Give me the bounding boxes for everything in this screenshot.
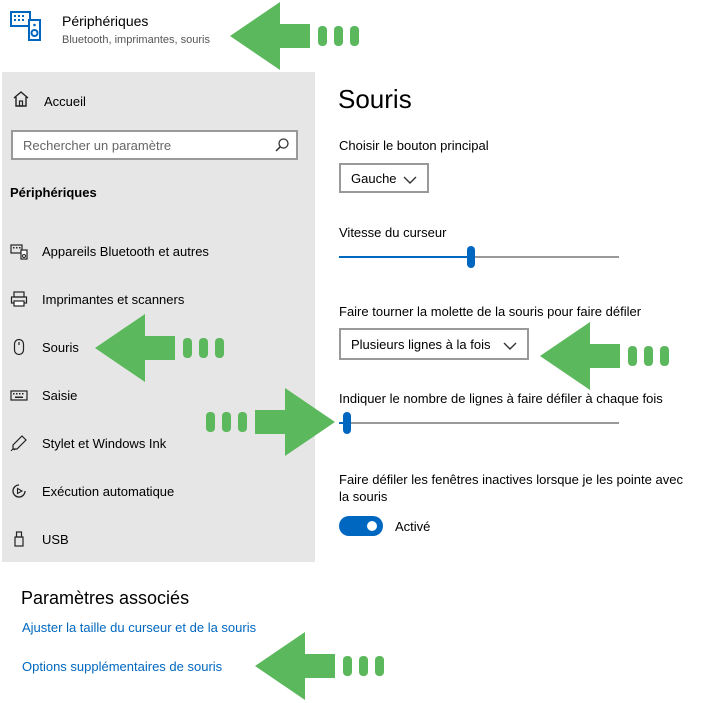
sidebar-item-label: Appareils Bluetooth et autres — [42, 243, 209, 259]
inactive-scroll-state: Activé — [395, 519, 431, 534]
printer-icon — [10, 290, 28, 308]
annotation-arrow-left-icon — [230, 2, 359, 70]
sidebar-item-label: Souris — [42, 339, 79, 355]
slider-thumb[interactable] — [467, 246, 475, 268]
sidebar-item-usb[interactable]: USB — [10, 529, 69, 549]
page-title: Souris — [338, 84, 412, 114]
sidebar-item-label: Imprimantes et scanners — [42, 291, 185, 307]
sidebar-item-label: Stylet et Windows Ink — [42, 435, 167, 451]
sidebar-item-label: Exécution automatique — [42, 483, 175, 499]
usb-icon — [10, 530, 28, 548]
header-subtitle: Bluetooth, imprimantes, souris — [62, 34, 210, 46]
lines-label: Indiquer le nombre de lignes à faire déf… — [339, 391, 663, 406]
sidebar-item-label: Saisie — [42, 387, 78, 403]
home-icon — [12, 90, 30, 113]
search-input[interactable]: Rechercher un paramètre — [11, 130, 298, 160]
pen-icon — [10, 434, 28, 452]
sidebar-item-typing[interactable]: Saisie — [10, 385, 77, 405]
lines-slider[interactable] — [339, 411, 619, 435]
autoplay-icon — [10, 482, 28, 500]
primary-button-select[interactable]: Gauche — [339, 163, 429, 193]
devices-icon — [10, 10, 42, 42]
link-additional-mouse-options[interactable]: Options supplémentaires de souris — [22, 659, 223, 674]
sidebar-item-label: USB — [42, 531, 69, 547]
sidebar-home[interactable]: Accueil — [12, 90, 86, 113]
related-settings-title: Paramètres associés — [21, 588, 190, 608]
inactive-scroll-toggle[interactable] — [339, 516, 383, 536]
sidebar-item-mouse[interactable]: Souris — [10, 337, 79, 357]
chevron-down-icon — [503, 339, 517, 350]
sidebar-home-label: Accueil — [44, 93, 86, 109]
cursor-speed-slider[interactable] — [339, 245, 619, 269]
inactive-scroll-label-line1: Faire défiler les fenêtres inactives lor… — [339, 472, 683, 487]
wheel-scroll-select[interactable]: Plusieurs lignes à la fois — [339, 328, 529, 360]
mouse-icon — [10, 338, 28, 356]
wheel-label: Faire tourner la molette de la souris po… — [339, 304, 642, 319]
annotation-arrow-left-icon — [255, 632, 384, 700]
primary-button-value: Gauche — [351, 170, 397, 186]
bluetooth-devices-icon — [10, 242, 28, 260]
toggle-knob — [367, 521, 377, 531]
sidebar-section-title: Périphériques — [10, 185, 97, 200]
header-title: Périphériques — [62, 13, 149, 29]
primary-button-label: Choisir le bouton principal — [339, 138, 489, 153]
sidebar-item-pen[interactable]: Stylet et Windows Ink — [10, 433, 166, 453]
chevron-down-icon — [403, 173, 417, 184]
wheel-scroll-value: Plusieurs lignes à la fois — [351, 336, 491, 352]
cursor-speed-label: Vitesse du curseur — [339, 225, 447, 240]
sidebar-item-autoplay[interactable]: Exécution automatique — [10, 481, 174, 501]
keyboard-icon — [10, 386, 28, 404]
link-cursor-size[interactable]: Ajuster la taille du curseur et de la so… — [22, 620, 257, 635]
search-placeholder: Rechercher un paramètre — [23, 137, 172, 153]
inactive-scroll-label-line2: la souris — [339, 489, 388, 504]
sidebar-item-printers[interactable]: Imprimantes et scanners — [10, 289, 184, 309]
annotation-arrow-left-icon — [540, 322, 669, 390]
sidebar-item-bluetooth[interactable]: Appareils Bluetooth et autres — [10, 241, 209, 261]
slider-thumb[interactable] — [343, 412, 351, 434]
search-icon[interactable] — [274, 137, 290, 153]
